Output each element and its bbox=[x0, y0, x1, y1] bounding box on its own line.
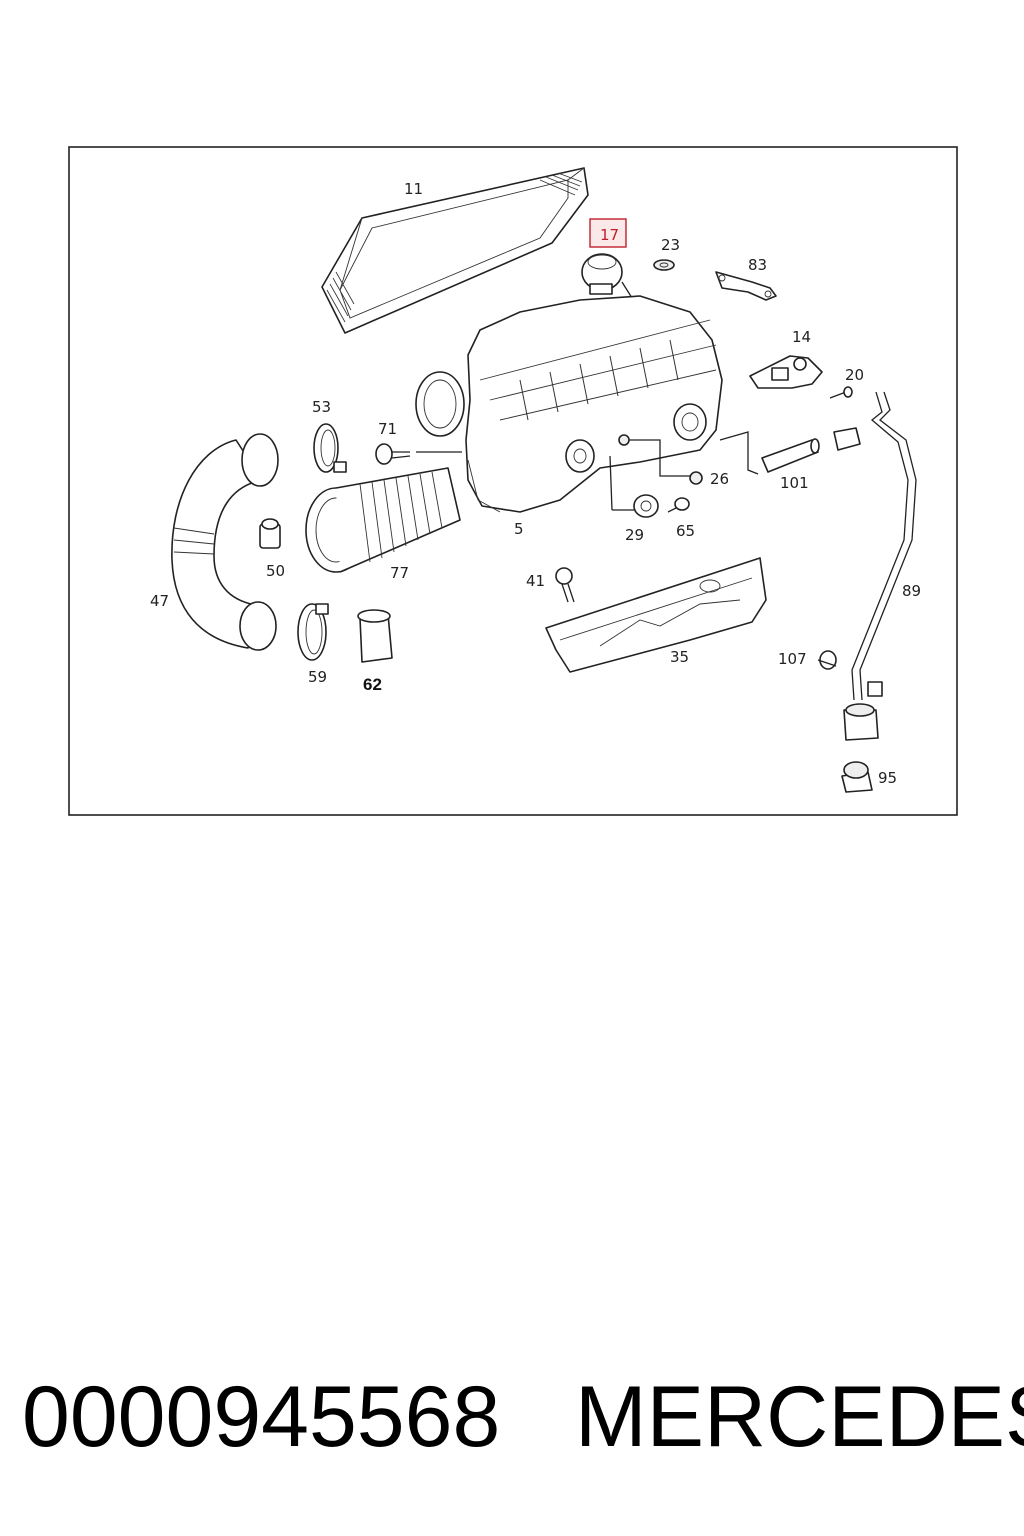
label-83: 83 bbox=[748, 256, 767, 274]
sleeve-part-101[interactable] bbox=[761, 438, 820, 473]
label-29: 29 bbox=[625, 526, 644, 544]
label-89: 89 bbox=[902, 582, 921, 600]
highlight-box-17[interactable] bbox=[589, 218, 627, 248]
label-35: 35 bbox=[670, 648, 689, 666]
nut-part-26[interactable] bbox=[618, 434, 703, 485]
label-47: 47 bbox=[150, 592, 169, 610]
sleeve-part-62[interactable] bbox=[357, 609, 393, 663]
label-59: 59 bbox=[308, 668, 327, 686]
leader-26 bbox=[628, 439, 690, 477]
bolt-part-107[interactable] bbox=[817, 650, 837, 670]
bracket-part-83[interactable] bbox=[715, 271, 777, 301]
label-14: 14 bbox=[792, 328, 811, 346]
caption-bar: 0000945568 MERCEDES bbox=[0, 1362, 1024, 1472]
bolt-part-41[interactable] bbox=[555, 567, 575, 603]
label-41: 41 bbox=[526, 572, 545, 590]
label-5: 5 bbox=[514, 520, 524, 538]
label-107: 107 bbox=[778, 650, 807, 668]
leader-29 bbox=[609, 455, 613, 511]
label-50: 50 bbox=[266, 562, 285, 580]
air-filter-part[interactable] bbox=[321, 167, 589, 334]
clamp-part-53[interactable] bbox=[313, 423, 347, 473]
intake-manifold-part[interactable] bbox=[415, 295, 723, 513]
label-101: 101 bbox=[780, 474, 809, 492]
pipe-part-89[interactable] bbox=[833, 391, 917, 701]
label-11: 11 bbox=[404, 180, 423, 198]
sensor-part-50[interactable] bbox=[259, 518, 281, 549]
label-23: 23 bbox=[661, 236, 680, 254]
label-77: 77 bbox=[390, 564, 409, 582]
label-71: 71 bbox=[378, 420, 397, 438]
connector-part[interactable] bbox=[843, 681, 883, 741]
label-53: 53 bbox=[312, 398, 331, 416]
elbow-hose-part-47[interactable] bbox=[171, 433, 279, 651]
sensor-part-17[interactable] bbox=[581, 253, 633, 299]
washer-part-23[interactable] bbox=[653, 259, 675, 271]
grommet-part-29[interactable] bbox=[633, 494, 659, 518]
bolt-part-71[interactable] bbox=[375, 443, 411, 465]
label-62: 62 bbox=[363, 675, 382, 694]
clamp-part-59[interactable] bbox=[297, 603, 329, 661]
screw-part-20[interactable] bbox=[829, 386, 853, 399]
sensor-part-14[interactable] bbox=[749, 355, 823, 389]
cover-part-35[interactable] bbox=[545, 557, 767, 673]
part-number: 0000945568 bbox=[22, 1369, 501, 1465]
brand-name: MERCEDES bbox=[575, 1369, 1024, 1465]
cap-part-95[interactable] bbox=[841, 761, 873, 793]
screw-part-65[interactable] bbox=[667, 497, 690, 513]
label-17: 17 bbox=[600, 226, 619, 244]
label-95: 95 bbox=[878, 769, 897, 787]
label-65: 65 bbox=[676, 522, 695, 540]
label-26: 26 bbox=[710, 470, 729, 488]
label-20: 20 bbox=[845, 366, 864, 384]
hose-part-77[interactable] bbox=[305, 467, 461, 573]
leader-101 bbox=[719, 431, 759, 475]
